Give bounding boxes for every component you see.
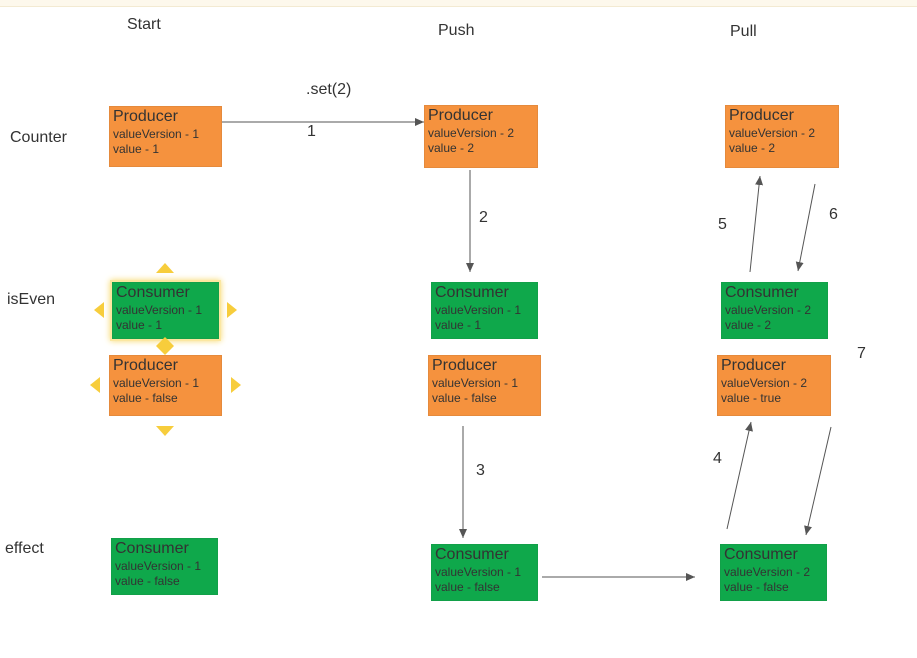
handle-left-icon[interactable] — [94, 302, 104, 318]
arrow-5 — [749, 175, 764, 273]
handle-right-lower-icon[interactable] — [231, 377, 241, 393]
box-value-version: valueVersion - 1 — [435, 303, 522, 317]
pull-effect-consumer[interactable]: Consumer valueVersion - 2 value - false — [720, 544, 827, 601]
row-label-counter: Counter — [10, 129, 67, 146]
pull-counter-producer[interactable]: Producer valueVersion - 2 value - 2 — [725, 105, 839, 168]
column-header-pull: Pull — [730, 23, 757, 40]
box-title: Consumer — [725, 284, 799, 301]
step-number-5: 5 — [718, 216, 727, 233]
box-value-version: valueVersion - 1 — [115, 559, 202, 573]
push-counter-producer[interactable]: Producer valueVersion - 2 value - 2 — [424, 105, 538, 168]
pull-iseven-consumer[interactable]: Consumer valueVersion - 2 value - 2 — [721, 282, 828, 339]
handle-down-icon[interactable] — [156, 426, 174, 436]
box-value: value - false — [113, 391, 178, 405]
box-value: value - false — [115, 574, 180, 588]
box-title: Producer — [113, 108, 178, 125]
start-iseven-consumer[interactable]: Consumer valueVersion - 1 value - 1 — [112, 282, 219, 339]
arrow-4 — [726, 421, 753, 530]
start-iseven-producer[interactable]: Producer valueVersion - 1 value - false — [109, 355, 222, 416]
handle-left-lower-icon[interactable] — [90, 377, 100, 393]
step-number-4: 4 — [713, 450, 722, 467]
box-value: value - false — [435, 580, 500, 594]
box-value-version: valueVersion - 2 — [725, 303, 812, 317]
box-title: Consumer — [435, 546, 509, 563]
box-title: Producer — [113, 357, 178, 374]
box-title: Producer — [721, 357, 786, 374]
handle-right-icon[interactable] — [227, 302, 237, 318]
box-value-version: valueVersion - 1 — [432, 376, 519, 390]
box-title: Consumer — [435, 284, 509, 301]
top-toolbar-strip — [0, 0, 917, 7]
box-value: value - true — [721, 391, 782, 405]
step-number-1: 1 — [307, 123, 316, 140]
handle-diamond-icon[interactable] — [156, 337, 174, 355]
box-value-version: valueVersion - 1 — [113, 127, 200, 141]
arrow-6 — [795, 183, 816, 272]
box-value-version: valueVersion - 1 — [113, 376, 200, 390]
box-title: Producer — [432, 357, 497, 374]
start-effect-consumer[interactable]: Consumer valueVersion - 1 value - false — [111, 538, 218, 595]
row-label-iseven: isEven — [7, 291, 56, 308]
box-value: value - false — [724, 580, 789, 594]
box-title: Producer — [428, 107, 493, 124]
handle-up-icon[interactable] — [156, 263, 174, 273]
box-value: value - false — [432, 391, 497, 405]
box-title: Consumer — [116, 284, 190, 301]
box-value: value - 2 — [729, 141, 776, 155]
box-value: value - 1 — [116, 318, 163, 332]
box-value: value - 1 — [435, 318, 482, 332]
box-title: Producer — [729, 107, 794, 124]
pull-iseven-producer[interactable]: Producer valueVersion - 2 value - true — [717, 355, 831, 416]
box-value-version: valueVersion - 2 — [721, 376, 808, 390]
step-number-2: 2 — [479, 209, 488, 226]
step-number-6: 6 — [829, 206, 838, 223]
box-value-version: valueVersion - 2 — [724, 565, 811, 579]
box-value-version: valueVersion - 1 — [116, 303, 203, 317]
box-value-version: valueVersion - 2 — [729, 126, 816, 140]
arrow-7 — [804, 426, 832, 536]
column-header-push: Push — [438, 22, 475, 39]
push-iseven-consumer[interactable]: Consumer valueVersion - 1 value - 1 — [431, 282, 538, 339]
box-title: Consumer — [724, 546, 798, 563]
push-effect-consumer[interactable]: Consumer valueVersion - 1 value - false — [431, 544, 538, 601]
box-value: value - 2 — [428, 141, 475, 155]
step-number-3: 3 — [476, 462, 485, 479]
box-value-version: valueVersion - 2 — [428, 126, 515, 140]
edge-label-set: .set(2) — [306, 81, 352, 98]
row-label-effect: effect — [5, 540, 44, 557]
start-counter-producer[interactable]: Producer valueVersion - 1 value - 1 — [109, 106, 222, 167]
box-value-version: valueVersion - 1 — [435, 565, 522, 579]
step-number-7: 7 — [857, 345, 866, 362]
push-iseven-producer[interactable]: Producer valueVersion - 1 value - false — [428, 355, 541, 416]
box-title: Consumer — [115, 540, 189, 557]
box-value: value - 1 — [113, 142, 160, 156]
box-value: value - 2 — [725, 318, 772, 332]
column-header-start: Start — [127, 16, 161, 33]
